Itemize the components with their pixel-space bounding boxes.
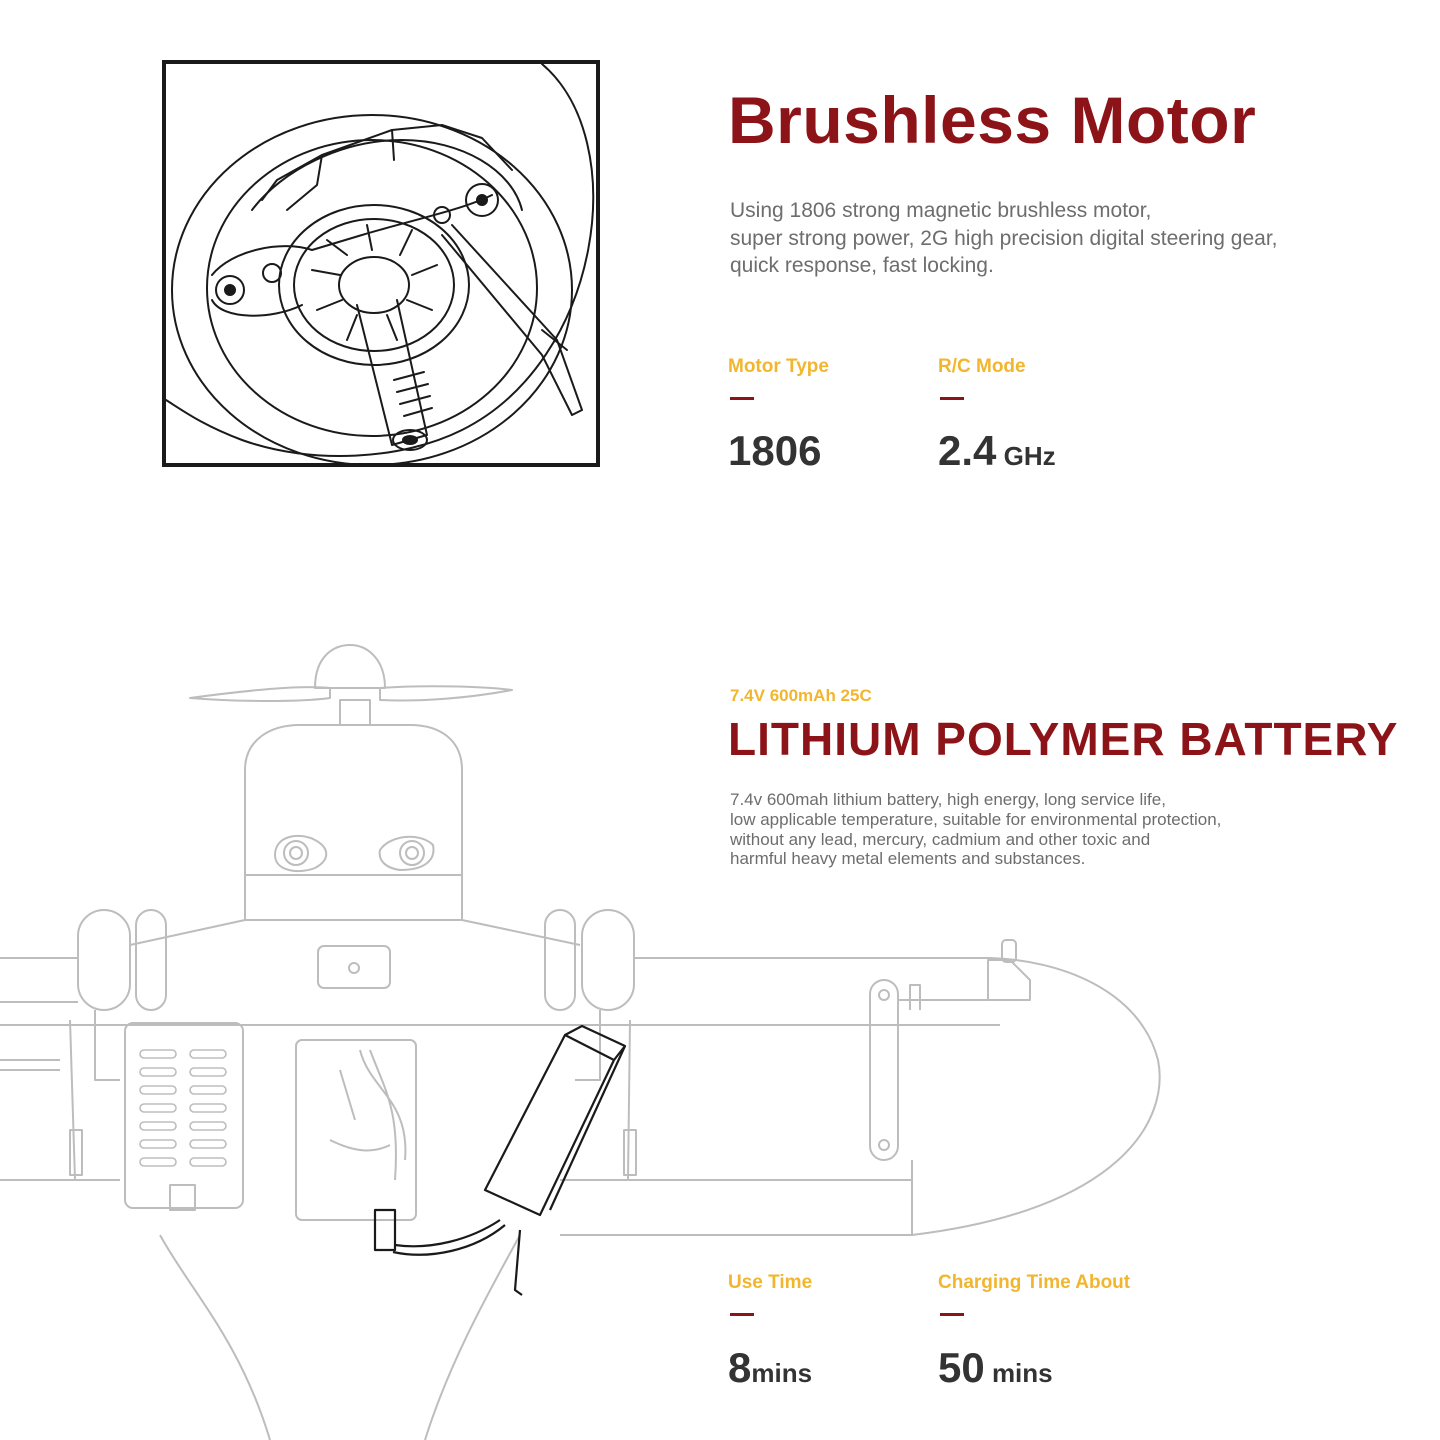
spec-unit-use-time: mins — [751, 1358, 813, 1388]
brushless-motor-illustration — [162, 60, 600, 467]
spec-label-charging-time: Charging Time About — [938, 1272, 1131, 1293]
motor-description-line-2: super strong power, 2G high precision di… — [730, 226, 1278, 250]
motor-description: Using 1806 strong magnetic brushless mot… — [730, 197, 1278, 280]
spec-number-charging-time: 50 — [938, 1344, 985, 1391]
battery-description-line-4: harmful heavy metal elements and substan… — [730, 849, 1086, 869]
motor-description-line-3: quick response, fast locking. — [730, 254, 994, 277]
battery-subtitle: 7.4V 600mAh 25C — [730, 686, 872, 705]
battery-title: LITHIUM POLYMER BATTERY — [728, 713, 1399, 765]
battery-description-line-1: 7.4v 600mah lithium battery, high energy… — [730, 790, 1166, 809]
spec-dash-motor-type — [730, 397, 754, 400]
spec-label-rc-mode: R/C Mode — [938, 356, 1026, 377]
spec-dash-charging-time — [940, 1313, 964, 1316]
battery-description-line-3: without any lead, mercury, cadmium and o… — [730, 829, 1151, 849]
brushless-motor-title: Brushless Motor — [728, 83, 1257, 157]
battery-description: 7.4v 600mah lithium battery, high energy… — [730, 790, 1221, 869]
spec-label-use-time: Use Time — [728, 1272, 813, 1293]
spec-value-rc-mode: 2.4 GHz — [938, 430, 1056, 472]
spec-dash-use-time — [730, 1313, 754, 1316]
spec-number-motor-type: 1806 — [728, 427, 822, 474]
spec-dash-rc-mode — [940, 397, 964, 400]
spec-value-motor-type: 1806 — [728, 430, 821, 472]
spec-number-rc-mode: 2.4 — [938, 427, 997, 474]
spec-value-use-time: 8mins — [728, 1347, 812, 1389]
spec-label-motor-type: Motor Type — [728, 356, 829, 377]
spec-unit-rc-mode: GHz — [996, 441, 1056, 471]
spec-unit-charging-time: mins — [984, 1358, 1053, 1388]
motor-description-line-1: Using 1806 strong magnetic brushless mot… — [730, 199, 1152, 222]
battery-plane-illustration — [0, 644, 1161, 1440]
battery-description-line-2: low applicable temperature, suitable for… — [730, 809, 1222, 829]
spec-value-charging-time: 50 mins — [938, 1347, 1053, 1389]
spec-number-use-time: 8 — [728, 1344, 752, 1391]
